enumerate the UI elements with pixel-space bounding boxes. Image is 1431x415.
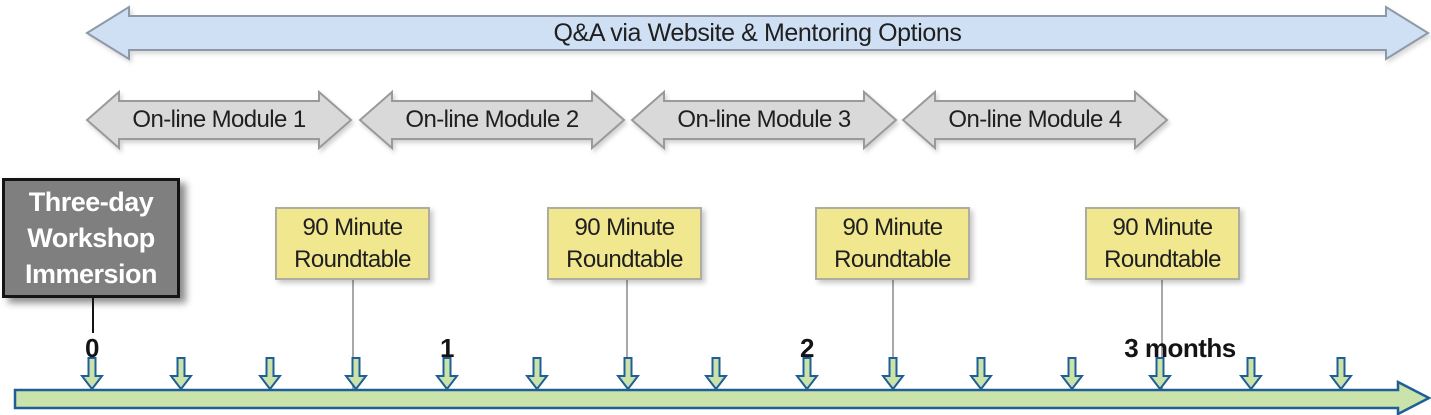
tick-arrow-icon xyxy=(435,357,459,391)
roundtable-4-line-2: Roundtable xyxy=(1104,245,1221,273)
timeline-milestone-label: 1 xyxy=(440,333,454,363)
double-arrow-icon xyxy=(85,89,353,151)
tick-arrow-icon xyxy=(1239,357,1263,391)
roundtable-1-line-2: Roundtable xyxy=(294,245,411,273)
double-arrow-icon xyxy=(358,89,626,151)
tick-arrow-icon xyxy=(1329,357,1353,391)
tick-arrow-icon xyxy=(704,357,728,391)
timeline-bar-arrow xyxy=(13,379,1431,415)
tick-arrow-icon xyxy=(1148,357,1172,391)
roundtable-connector-line xyxy=(352,280,354,390)
roundtable-3-line-2: Roundtable xyxy=(834,245,951,273)
timeline-milestone-label: 0 xyxy=(85,333,99,363)
tick-arrow-icon xyxy=(258,357,282,391)
tick-arrow-icon xyxy=(1060,357,1084,391)
roundtable-connector-line xyxy=(1161,280,1163,390)
roundtable-3-line-1: 90 Minute xyxy=(842,213,944,241)
tick-arrow-icon xyxy=(616,357,640,391)
tick-arrow-icon xyxy=(881,357,905,391)
tick-arrow-icon xyxy=(169,357,193,391)
tick-arrow-icon xyxy=(795,357,819,391)
qa-mentoring-arrow: Q&A via Website & Mentoring Options xyxy=(85,4,1430,62)
roundtable-box-2: 90 Minute Roundtable xyxy=(547,207,702,280)
tick-arrow-icon xyxy=(344,357,368,391)
qa-mentoring-label: Q&A via Website & Mentoring Options xyxy=(553,18,962,47)
online-module-4-label: On-line Module 4 xyxy=(948,106,1122,133)
double-arrow-icon xyxy=(85,5,1430,61)
double-arrow-icon xyxy=(901,89,1169,151)
roundtable-2-line-1: 90 Minute xyxy=(574,213,676,241)
workshop-line-3: Immersion xyxy=(24,259,158,289)
workshop-line-2: Workshop xyxy=(27,223,155,253)
double-arrow-icon xyxy=(630,89,898,151)
roundtable-box-4: 90 Minute Roundtable xyxy=(1085,207,1240,280)
timeline-milestone-label: 3 months xyxy=(1124,333,1236,363)
roundtable-box-1: 90 Minute Roundtable xyxy=(275,207,430,280)
workshop-connector-line xyxy=(92,295,94,333)
online-module-1-label: On-line Module 1 xyxy=(132,106,306,133)
online-module-3-label: On-line Module 3 xyxy=(677,106,851,133)
tick-arrow-icon xyxy=(80,357,104,391)
roundtable-connector-line xyxy=(892,280,894,390)
online-module-2-label: On-line Module 2 xyxy=(405,106,579,133)
roundtable-2-line-2: Roundtable xyxy=(566,245,683,273)
tick-arrow-icon xyxy=(525,357,549,391)
roundtable-connector-line xyxy=(626,280,628,390)
timeline-milestone-label: 2 xyxy=(800,333,814,363)
roundtable-box-3: 90 Minute Roundtable xyxy=(815,207,970,280)
online-module-4-arrow: On-line Module 4 xyxy=(901,89,1169,151)
workshop-line-1: Three-day xyxy=(28,187,154,217)
tick-arrow-icon xyxy=(969,357,993,391)
online-module-1-arrow: On-line Module 1 xyxy=(85,89,353,151)
roundtable-1-line-1: 90 Minute xyxy=(302,213,404,241)
online-module-2-arrow: On-line Module 2 xyxy=(358,89,626,151)
online-module-3-arrow: On-line Module 3 xyxy=(630,89,898,151)
workshop-immersion-box: Three-day Workshop Immersion xyxy=(2,178,180,298)
roundtable-4-line-1: 90 Minute xyxy=(1112,213,1214,241)
